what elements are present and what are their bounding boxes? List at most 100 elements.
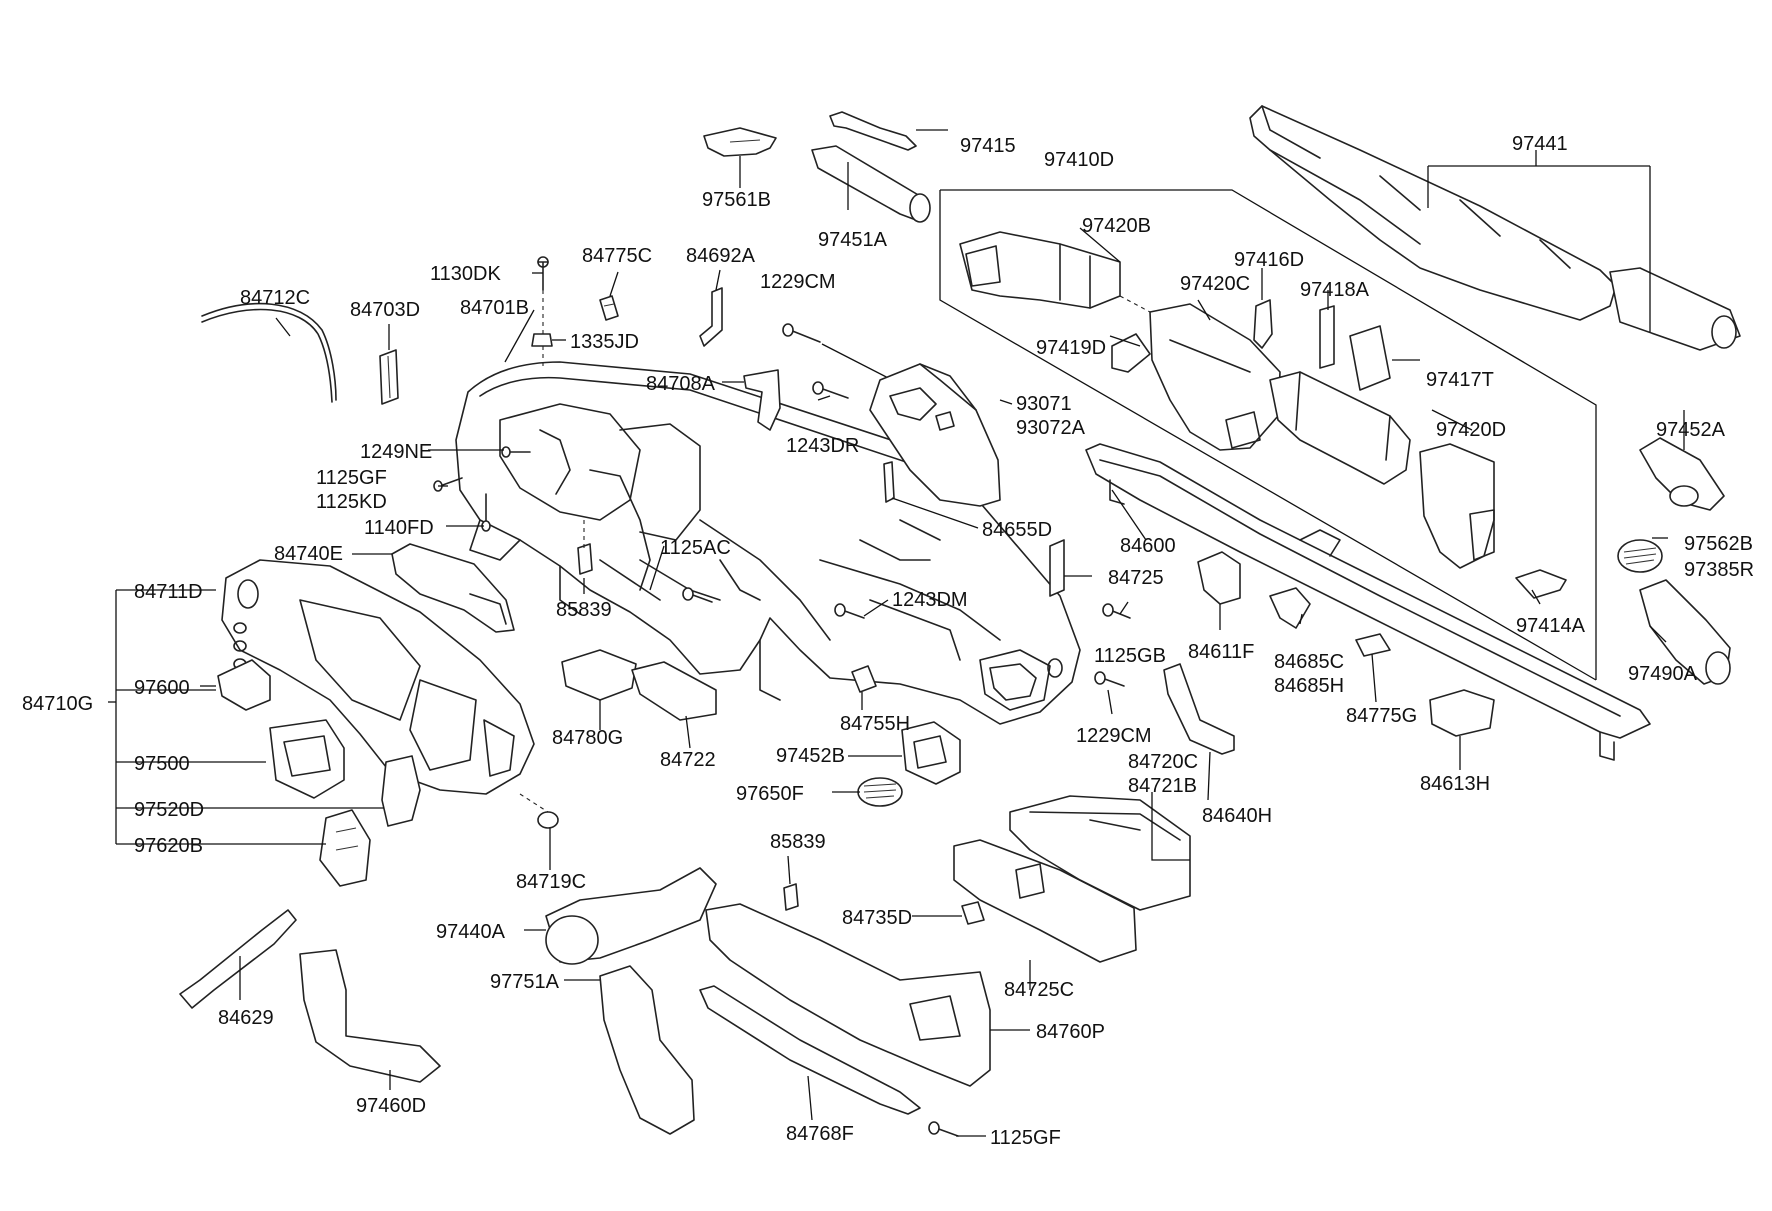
part-1243DR-bolt xyxy=(819,387,849,399)
part-97562B-grille xyxy=(1617,539,1663,573)
part-97751A-duct xyxy=(599,965,695,1135)
part-84725C-lid xyxy=(953,839,1137,963)
label-97418A: 97418A xyxy=(1300,279,1370,301)
part-84775C-clip xyxy=(599,295,619,321)
part-97416D-bracket xyxy=(1253,299,1273,349)
part-84775G-clip xyxy=(1355,633,1391,657)
label-84720C: 84720C xyxy=(1128,751,1198,773)
part-93071-switch-housing xyxy=(869,363,1001,507)
label-1125GF-upper: 1125GF xyxy=(316,467,387,489)
label-1229CM-lower: 1229CM xyxy=(1076,725,1152,747)
label-1125GB: 1125GB xyxy=(1094,645,1166,667)
label-84712C: 84712C xyxy=(240,287,310,309)
label-84640H: 84640H xyxy=(1202,805,1272,827)
label-97414A: 97414A xyxy=(1516,615,1586,637)
label-84685C: 84685C xyxy=(1274,651,1344,673)
part-84640H-bracket xyxy=(1163,663,1235,755)
label-97562B: 97562B xyxy=(1684,533,1753,555)
part-97419D-bracket xyxy=(1111,333,1151,373)
label-97385R: 97385R xyxy=(1684,559,1754,581)
part-97452B-duct xyxy=(901,721,961,785)
label-84710G: 84710G xyxy=(22,693,93,715)
label-84775G: 84775G xyxy=(1346,705,1417,727)
label-97600: 97600 xyxy=(134,677,190,699)
part-center-duct xyxy=(1269,371,1411,485)
label-84780G: 84780G xyxy=(552,727,623,749)
label-84685H: 84685H xyxy=(1274,675,1344,697)
label-97416D: 97416D xyxy=(1234,249,1304,271)
label-1249NE: 1249NE xyxy=(360,441,432,463)
label-93071: 93071 xyxy=(1016,393,1072,415)
label-97410D: 97410D xyxy=(1044,149,1114,171)
part-1229CM-bolt-upper xyxy=(789,329,821,343)
label-97420C: 97420C xyxy=(1180,273,1250,295)
label-97490A: 97490A xyxy=(1628,663,1698,685)
label-84629: 84629 xyxy=(218,1007,274,1029)
label-84760P: 84760P xyxy=(1036,1021,1105,1043)
part-97650F-grille xyxy=(857,777,903,807)
label-97440A: 97440A xyxy=(436,921,506,943)
part-1335JD-clip xyxy=(531,333,553,347)
part-97420B-duct xyxy=(959,231,1121,309)
label-1229CM-upper: 1229CM xyxy=(760,271,836,293)
label-84768F: 84768F xyxy=(786,1123,854,1145)
label-97417T: 97417T xyxy=(1426,369,1494,391)
part-84720C-glove-box xyxy=(1009,795,1191,911)
part-97420C-duct xyxy=(1149,303,1281,451)
label-97441: 97441 xyxy=(1512,133,1568,155)
label-1125GF-lower: 1125GF xyxy=(990,1127,1061,1149)
part-97600-vent xyxy=(217,659,271,711)
part-84722-panel xyxy=(631,661,717,721)
part-97414A-bracket xyxy=(1515,569,1567,599)
part-84725-bracket xyxy=(1049,539,1065,597)
part-84629-bracket xyxy=(179,909,297,1009)
label-97415: 97415 xyxy=(960,135,1016,157)
part-97520D-switch xyxy=(381,755,421,827)
part-84760P-panel xyxy=(705,903,991,1087)
part-85839-clip-a xyxy=(577,543,593,575)
label-84755H: 84755H xyxy=(840,713,910,735)
label-1140FD: 1140FD xyxy=(364,517,434,539)
part-84712C-strip xyxy=(201,302,337,401)
part-84755H-clip xyxy=(851,665,877,693)
label-97620B: 97620B xyxy=(134,835,203,857)
label-84655D: 84655D xyxy=(982,519,1052,541)
label-97451A: 97451A xyxy=(818,229,888,251)
part-84740E-panel xyxy=(391,543,515,633)
part-1125GF-screw-a xyxy=(439,477,463,487)
label-84722: 84722 xyxy=(660,749,716,771)
label-84725: 84725 xyxy=(1108,567,1164,589)
dashed-connectors xyxy=(519,295,1151,813)
label-1130DK: 1130DK xyxy=(430,263,501,285)
part-97418A-bracket xyxy=(1319,305,1335,369)
label-84611F: 84611F xyxy=(1188,641,1254,663)
part-97417T-plate xyxy=(1349,325,1391,391)
label-97520D: 97520D xyxy=(134,799,204,821)
label-97452B: 97452B xyxy=(776,745,845,767)
part-84708A-bracket xyxy=(743,369,781,431)
label-97460D: 97460D xyxy=(356,1095,426,1117)
label-1125KD: 1125KD xyxy=(316,491,387,513)
part-84613H-bracket xyxy=(1429,689,1495,737)
label-97751A: 97751A xyxy=(490,971,560,993)
label-85839-lower: 85839 xyxy=(770,831,826,853)
label-85839-upper: 85839 xyxy=(556,599,612,621)
part-97441-long-duct xyxy=(1249,105,1741,351)
label-84719C: 84719C xyxy=(516,871,586,893)
part-84692A-bracket xyxy=(699,287,723,347)
label-84701B: 84701B xyxy=(460,297,529,319)
part-84685C-bracket xyxy=(1269,587,1311,629)
label-84735D: 84735D xyxy=(842,907,912,929)
label-84613H: 84613H xyxy=(1420,773,1490,795)
part-97561B-cap xyxy=(703,127,777,157)
part-97452A-duct xyxy=(1639,437,1725,511)
label-84703D: 84703D xyxy=(350,299,420,321)
part-84655D-bracket xyxy=(883,461,895,503)
label-1335JD: 1335JD xyxy=(570,331,639,353)
label-97452A: 97452A xyxy=(1656,419,1726,441)
label-84740E: 84740E xyxy=(274,543,343,565)
label-84725C: 84725C xyxy=(1004,979,1074,1001)
part-84611F-bracket xyxy=(1197,551,1241,605)
label-84708A: 84708A xyxy=(646,373,716,395)
